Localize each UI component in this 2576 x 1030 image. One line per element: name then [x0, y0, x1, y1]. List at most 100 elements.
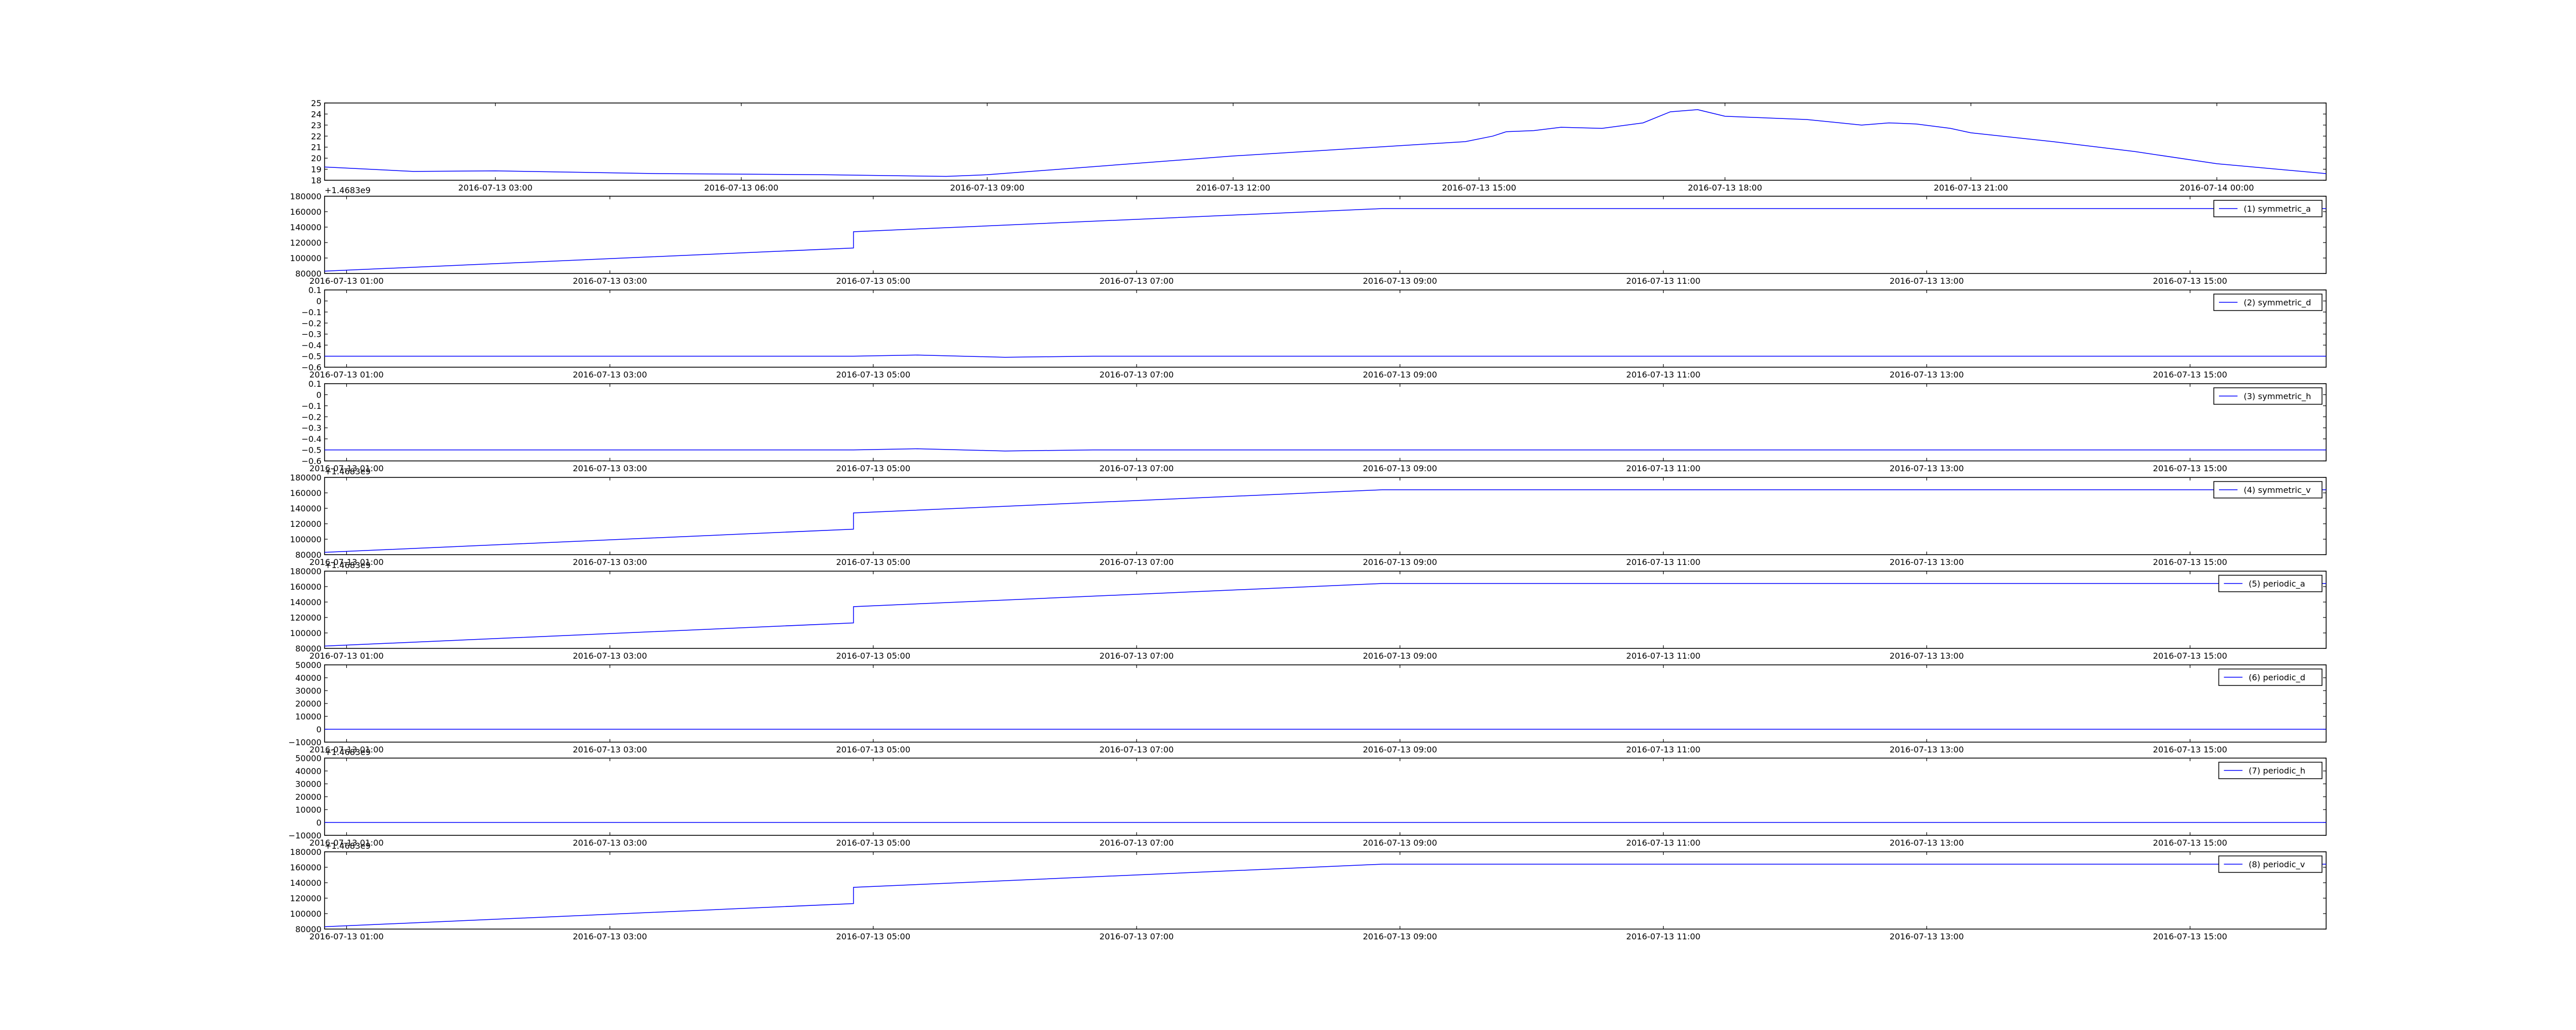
x-tick-label: 2016-07-13 15:00 [2153, 838, 2227, 848]
x-tick-label: 2016-07-13 05:00 [836, 370, 910, 380]
x-tick-label: 2016-07-13 07:00 [1099, 557, 1174, 567]
x-tick-label: 2016-07-13 06:00 [704, 183, 778, 193]
y-tick-label: −0.3 [301, 330, 321, 339]
x-tick-label: 2016-07-13 05:00 [836, 276, 910, 286]
y-tick-label: 40000 [295, 766, 321, 776]
x-tick-label: 2016-07-13 01:00 [310, 932, 384, 941]
legend-label: (3) symmetric_h [2244, 391, 2311, 402]
x-tick-label: 2016-07-13 11:00 [1626, 932, 1700, 941]
y-tick-label: 23 [311, 121, 321, 130]
subplot-6: 800001000001200001400001600001800002016-… [290, 560, 2327, 661]
y-tick-label: 30000 [295, 779, 321, 789]
subplot-5: 800001000001200001400001600001800002016-… [290, 467, 2327, 567]
x-tick-label: 2016-07-13 07:00 [1099, 932, 1174, 941]
y-tick-label: 0 [316, 725, 321, 734]
x-tick-label: 2016-07-13 05:00 [836, 464, 910, 473]
x-tick-label: 2016-07-13 13:00 [1890, 932, 1964, 941]
legend: (1) symmetric_a [2213, 200, 2323, 217]
x-tick-label: 2016-07-13 12:00 [1196, 183, 1270, 193]
x-tick-label: 2016-07-13 13:00 [1890, 276, 1964, 286]
subplot-2: 800001000001200001400001600001800002016-… [290, 185, 2327, 286]
y-tick-label: 20 [311, 153, 321, 163]
x-tick-label: 2016-07-13 03:00 [573, 838, 647, 848]
subplot-8: −10000010000200003000040000500002016-07-… [289, 747, 2327, 848]
x-tick-label: 2016-07-13 15:00 [2153, 557, 2227, 567]
x-tick-label: 2016-07-13 03:00 [573, 745, 647, 754]
x-tick-label: 2016-07-13 07:00 [1099, 651, 1174, 661]
y-tick-label: 180000 [290, 566, 321, 576]
y-tick-label: 160000 [290, 207, 321, 217]
y-tick-label: 140000 [290, 504, 321, 513]
x-tick-label: 2016-07-13 05:00 [836, 745, 910, 754]
x-tick-label: 2016-07-13 05:00 [836, 932, 910, 941]
y-tick-label: −0.3 [301, 423, 321, 433]
y-tick-label: 160000 [290, 488, 321, 498]
x-tick-label: 2016-07-13 11:00 [1626, 557, 1700, 567]
x-tick-label: 2016-07-14 00:00 [2180, 183, 2254, 193]
x-tick-label: 2016-07-13 15:00 [2153, 276, 2227, 286]
series-line [324, 583, 2326, 647]
y-tick-label: 0 [316, 818, 321, 828]
x-tick-label: 2016-07-13 07:00 [1099, 276, 1174, 286]
x-tick-label: 2016-07-13 09:00 [1363, 276, 1437, 286]
x-tick-label: 2016-07-13 09:00 [1363, 932, 1437, 941]
x-tick-label: 2016-07-13 13:00 [1890, 370, 1964, 380]
x-tick-label: 2016-07-13 01:00 [310, 651, 384, 661]
y-tick-label: 100000 [290, 535, 321, 544]
y-tick-label: 40000 [295, 673, 321, 683]
legend-box [2218, 855, 2323, 873]
x-tick-label: 2016-07-13 03:00 [573, 276, 647, 286]
x-tick-label: 2016-07-13 09:00 [1363, 745, 1437, 754]
y-offset-label: +1.4683e9 [325, 841, 370, 851]
legend-label: (2) symmetric_d [2244, 298, 2311, 308]
legend-label: (7) periodic_h [2249, 766, 2306, 776]
x-tick-label: 2016-07-13 11:00 [1626, 464, 1700, 473]
y-tick-label: 21 [311, 143, 321, 152]
series-line [325, 354, 2326, 358]
y-tick-label: 24 [311, 109, 321, 119]
legend-label: (8) periodic_v [2249, 860, 2305, 870]
y-tick-label: 120000 [290, 613, 321, 623]
series-line [324, 864, 2326, 928]
x-tick-label: 2016-07-13 21:00 [1934, 183, 2008, 193]
x-tick-label: 2016-07-13 01:00 [310, 838, 384, 848]
y-tick-label: −0.5 [301, 352, 321, 362]
y-tick-label: 0.1 [309, 285, 321, 295]
y-offset-label: +1.4683e9 [325, 560, 370, 570]
y-tick-label: 80000 [295, 269, 321, 279]
y-tick-label: −0.4 [301, 434, 321, 444]
axes-frame [324, 758, 2327, 836]
x-tick-label: 2016-07-13 09:00 [1363, 464, 1437, 473]
x-tick-label: 2016-07-13 15:00 [1442, 183, 1516, 193]
y-tick-label: 160000 [290, 582, 321, 592]
y-tick-label: 22 [311, 131, 321, 141]
y-tick-label: 100000 [290, 628, 321, 638]
y-tick-label: 18 [311, 176, 321, 185]
y-tick-label: 140000 [290, 222, 321, 232]
y-offset-label: +1.4683e9 [325, 185, 370, 195]
x-tick-label: 2016-07-13 11:00 [1626, 276, 1700, 286]
y-offset-label: +1.4683e9 [325, 747, 370, 757]
x-tick-label: 2016-07-13 15:00 [2153, 745, 2227, 754]
x-tick-label: 2016-07-13 11:00 [1626, 838, 1700, 848]
y-tick-label: 20000 [295, 699, 321, 709]
y-tick-label: 120000 [290, 894, 321, 903]
x-tick-label: 2016-07-13 05:00 [836, 838, 910, 848]
y-offset-label: +1.4683e9 [325, 467, 370, 476]
x-tick-label: 2016-07-13 18:00 [1688, 183, 1762, 193]
y-tick-label: 0.1 [309, 379, 321, 389]
axes-frame [324, 477, 2327, 555]
series-line [324, 208, 2326, 272]
x-tick-label: 2016-07-13 09:00 [1363, 838, 1437, 848]
y-tick-label: 30000 [295, 686, 321, 696]
legend-label: (6) periodic_d [2249, 673, 2306, 683]
x-tick-label: 2016-07-13 01:00 [310, 557, 384, 567]
y-tick-label: −0.2 [301, 318, 321, 328]
x-tick-label: 2016-07-13 01:00 [310, 370, 384, 380]
y-tick-label: −0.5 [301, 445, 321, 455]
x-tick-label: 2016-07-13 15:00 [2153, 464, 2227, 473]
y-tick-label: −10000 [289, 737, 321, 747]
y-tick-label: 120000 [290, 238, 321, 248]
x-tick-label: 2016-07-13 09:00 [950, 183, 1024, 193]
